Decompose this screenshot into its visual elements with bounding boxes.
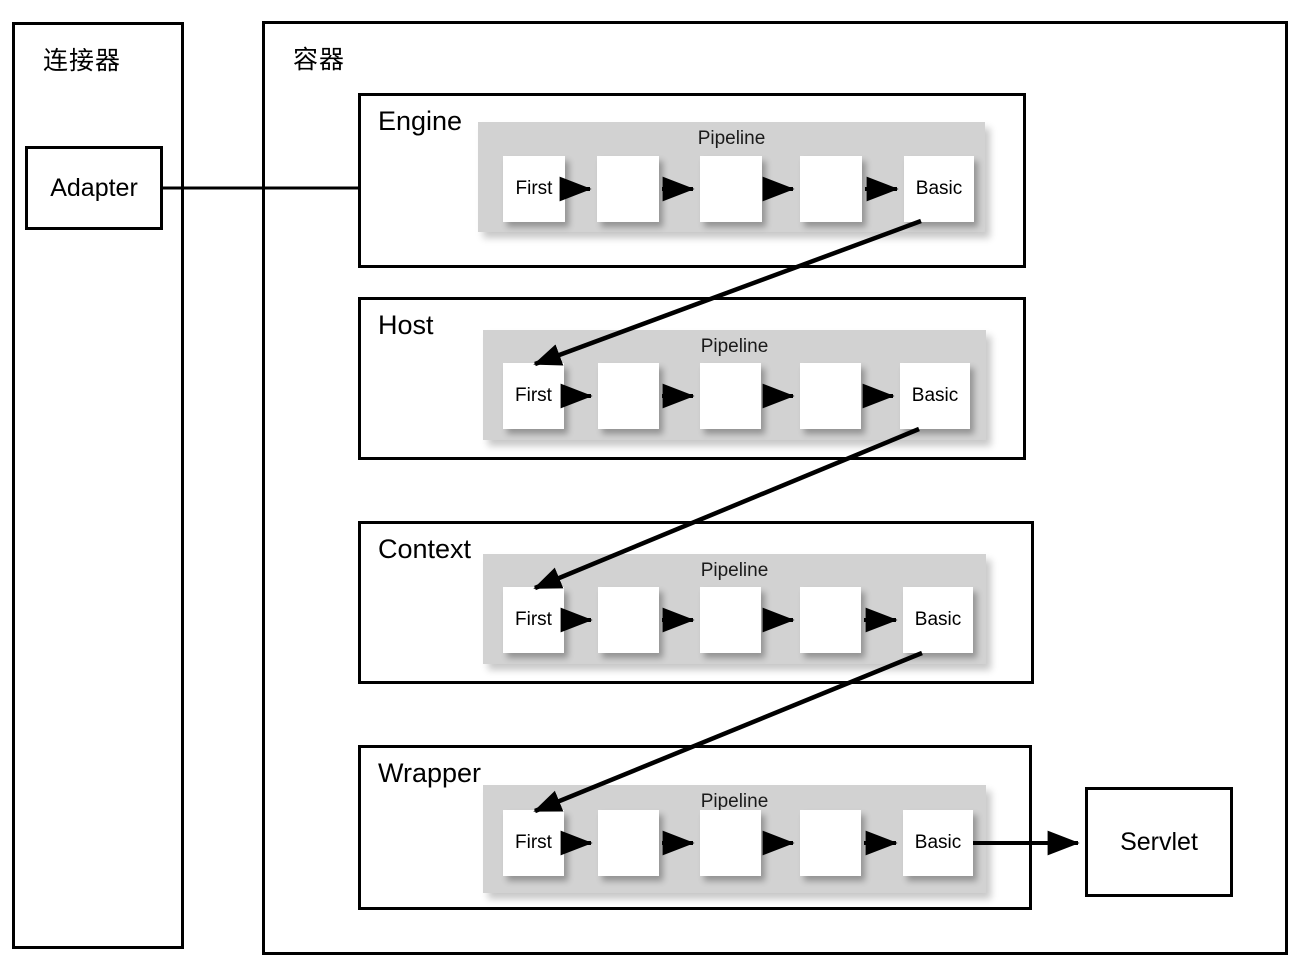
valve-label: First — [515, 609, 552, 630]
valve-host-first[interactable]: First — [503, 363, 564, 429]
adapter-box[interactable]: Adapter — [25, 146, 163, 230]
pipeline-engine-label: Pipeline — [697, 128, 766, 149]
valve-context-4[interactable] — [800, 587, 861, 653]
pipeline-context-label: Pipeline — [700, 560, 769, 581]
valve-context-3[interactable] — [700, 587, 761, 653]
valve-label: Basic — [914, 609, 962, 630]
component-context-label: Context — [378, 534, 472, 564]
servlet-label: Servlet — [1120, 827, 1198, 856]
valve-wrapper-first[interactable]: First — [503, 810, 564, 876]
valve-label: Basic — [915, 178, 963, 199]
valve-engine-3[interactable] — [700, 156, 762, 222]
component-wrapper-label: Wrapper — [378, 758, 482, 788]
valve-label: First — [515, 178, 553, 199]
valve-engine-2[interactable] — [597, 156, 659, 222]
valve-context-basic[interactable]: Basic — [903, 587, 973, 653]
servlet-box[interactable]: Servlet — [1085, 787, 1233, 897]
valve-label: Basic — [911, 385, 959, 406]
valve-host-basic[interactable]: Basic — [900, 363, 970, 429]
valve-context-2[interactable] — [598, 587, 659, 653]
valve-label: Basic — [914, 832, 962, 853]
container-title: 容器 — [293, 46, 346, 74]
valve-wrapper-4[interactable] — [800, 810, 861, 876]
adapter-label: Adapter — [50, 173, 138, 202]
valve-label: First — [515, 385, 552, 406]
valve-context-first[interactable]: First — [503, 587, 564, 653]
component-engine-label: Engine — [378, 106, 463, 136]
valve-wrapper-2[interactable] — [598, 810, 659, 876]
container-frame: 容器 — [262, 21, 1288, 955]
valve-host-4[interactable] — [800, 363, 861, 429]
valve-host-2[interactable] — [598, 363, 659, 429]
valve-engine-4[interactable] — [800, 156, 862, 222]
valve-wrapper-3[interactable] — [700, 810, 761, 876]
component-host-label: Host — [378, 310, 434, 340]
connector-title: 连接器 — [43, 47, 122, 75]
valve-engine-basic[interactable]: Basic — [904, 156, 974, 222]
connector-frame: 连接器 — [12, 22, 184, 949]
valve-wrapper-basic[interactable]: Basic — [903, 810, 973, 876]
valve-host-3[interactable] — [700, 363, 761, 429]
valve-engine-first[interactable]: First — [503, 156, 565, 222]
valve-label: First — [515, 832, 552, 853]
pipeline-host-label: Pipeline — [700, 336, 769, 357]
